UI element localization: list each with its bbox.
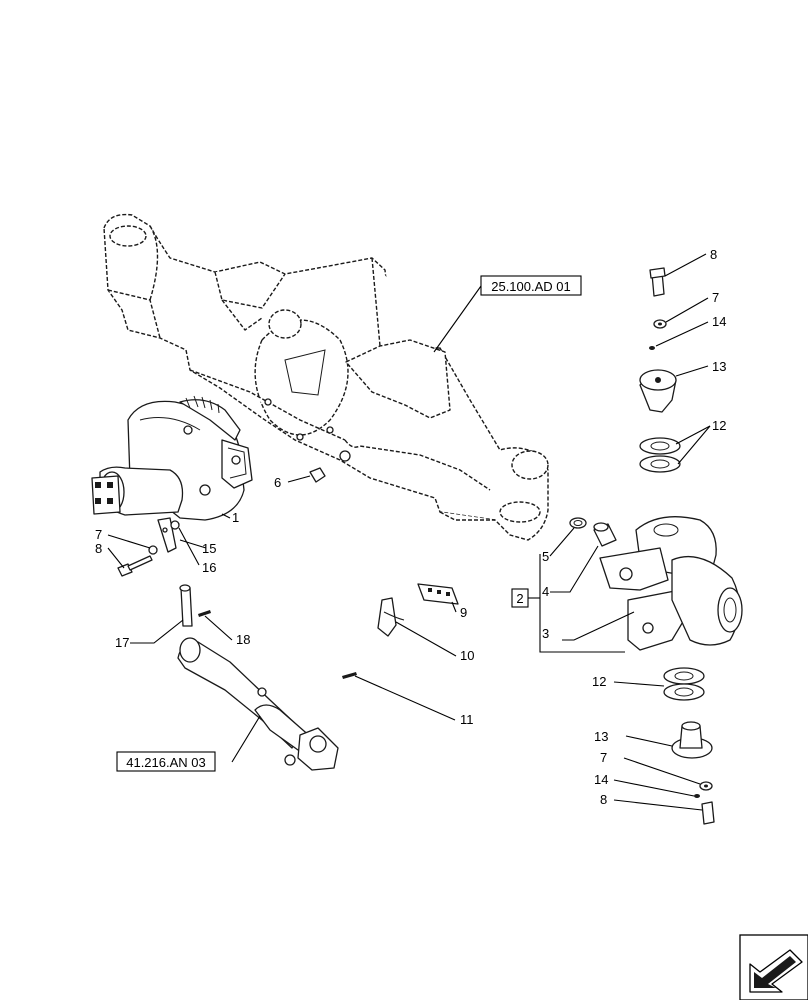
bolt-8-top — [649, 267, 666, 297]
leader-lines — [107, 253, 711, 811]
group-box-2: 2 — [511, 588, 529, 608]
callout-1: 1 — [232, 510, 239, 525]
bolt-8-left — [117, 555, 153, 577]
callout-14-top: 14 — [712, 314, 726, 329]
callout-13-top: 13 — [712, 359, 726, 374]
shim-12-bottom — [663, 667, 705, 701]
washer-7-top — [653, 319, 667, 329]
cap-13-bottom — [671, 721, 713, 759]
steering-cylinder — [177, 637, 339, 771]
ring-14-bottom — [694, 794, 700, 798]
callout-12-top: 12 — [712, 418, 726, 433]
seal-5 — [569, 517, 587, 529]
pin-17 — [179, 584, 193, 627]
callout-16: 16 — [202, 560, 216, 575]
callout-7-bottom: 7 — [600, 750, 607, 765]
callout-8-bottom: 8 — [600, 792, 607, 807]
callout-5: 5 — [542, 549, 549, 564]
group-box-2-label: 2 — [516, 591, 523, 606]
plug-6 — [309, 467, 326, 483]
clip-18 — [198, 610, 211, 617]
callout-7-top: 7 — [712, 290, 719, 305]
axle-housing — [103, 213, 549, 541]
callout-10: 10 — [460, 648, 474, 663]
callout-14-bottom: 14 — [594, 772, 608, 787]
callout-9: 9 — [460, 605, 467, 620]
callout-6: 6 — [274, 475, 281, 490]
pin-11 — [342, 672, 357, 679]
ring-14-top — [649, 346, 655, 350]
steering-knuckle — [599, 516, 743, 651]
callout-11: 11 — [460, 712, 474, 727]
bolt-8-bottom — [701, 801, 715, 825]
washer-16 — [170, 520, 180, 530]
callout-4: 4 — [542, 584, 549, 599]
callout-8-left: 8 — [95, 541, 102, 556]
ref-label-axle-housing: 25.100.AD 01 — [491, 279, 571, 294]
callout-13-bottom: 13 — [594, 729, 608, 744]
washer-7-left — [148, 545, 158, 555]
plate-9 — [417, 583, 459, 605]
callout-18: 18 — [236, 632, 250, 647]
next-page-arrow-icon[interactable] — [739, 934, 808, 1000]
bushing-4 — [593, 522, 617, 547]
ref-label-steering-cylinder: 41.216.AN 03 — [126, 755, 206, 770]
callout-7-left: 7 — [95, 527, 102, 542]
cap-13-top — [639, 369, 677, 413]
washer-7-bottom — [699, 781, 713, 791]
shim-12-top — [639, 437, 681, 473]
callouts: 1 3 4 5 6 7 7 7 8 8 8 9 10 11 12 12 13 1… — [95, 247, 726, 807]
callout-8-top: 8 — [710, 247, 717, 262]
callout-17: 17 — [115, 635, 129, 650]
differential-assembly — [91, 395, 253, 521]
callout-3: 3 — [542, 626, 549, 641]
ref-box-steering-cylinder[interactable]: 41.216.AN 03 — [116, 751, 216, 772]
callout-15: 15 — [202, 541, 216, 556]
ref-box-axle-housing[interactable]: 25.100.AD 01 — [480, 275, 582, 296]
callout-12-bottom: 12 — [592, 674, 606, 689]
clip-10 — [377, 597, 405, 637]
